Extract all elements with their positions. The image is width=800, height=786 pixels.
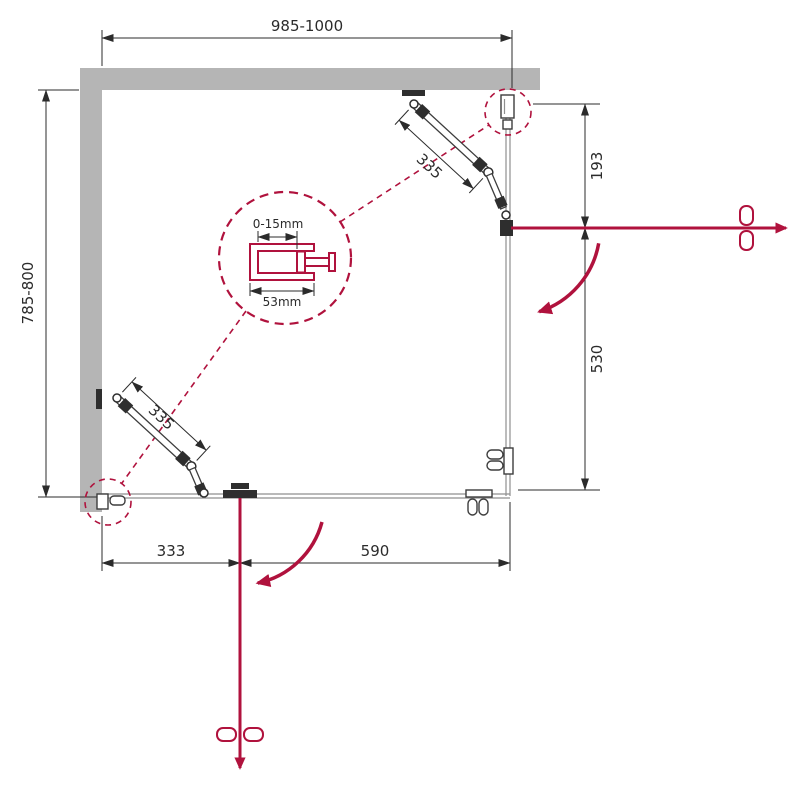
- rail-pivot: [501, 210, 511, 220]
- insert-profile-cap: [328, 252, 336, 272]
- dimension-line: [398, 119, 474, 189]
- rail-bracket-plate: [503, 447, 514, 475]
- dimension-line: [131, 381, 207, 451]
- adjuster-knob: [478, 498, 489, 516]
- profile-foot: [502, 119, 513, 130]
- detail-circle: [217, 190, 353, 326]
- door-bottom: [216, 483, 324, 770]
- dimension-bottom: 333 590: [101, 502, 511, 571]
- door-handle-knob: [216, 727, 237, 742]
- adjuster-knob: [486, 460, 504, 471]
- fold-panel-lower: 335: [96, 377, 211, 498]
- panel-clamp: [175, 450, 191, 467]
- insert-profile-plate: [296, 250, 306, 274]
- wall-bracket: [402, 90, 425, 96]
- adjuster-knob: [486, 449, 504, 460]
- door-handle-knob: [243, 727, 264, 742]
- door-right: [500, 205, 788, 315]
- label-right-upper: 193: [588, 152, 606, 181]
- door-swing-arc-right: [537, 242, 601, 315]
- door-handle-knob: [739, 205, 754, 226]
- left-wall: [80, 68, 102, 512]
- adjuster-knob: [109, 495, 126, 506]
- label-bottom-left: 333: [157, 542, 186, 560]
- panel-clamp: [414, 104, 431, 120]
- pivot-hinge: [112, 393, 122, 403]
- dimension-right-side: 193 530: [518, 103, 606, 491]
- panel-clamp: [472, 156, 488, 173]
- label-upper-panel: 335: [413, 150, 446, 183]
- rail-pivot: [199, 488, 209, 498]
- wall-bracket: [96, 389, 102, 409]
- corner-highlight-bottom-left: [84, 478, 132, 526]
- label-overall-height: 785-800: [19, 262, 37, 325]
- label-detail-adjustment: 0-15mm: [253, 217, 304, 231]
- label-right-lower: 530: [588, 345, 606, 374]
- wall-profile-section: [249, 243, 315, 281]
- rail-bracket-plate: [465, 489, 493, 498]
- detail-view: 0-15mm 53mm: [217, 190, 353, 326]
- corner-profile-bottom-left: [96, 493, 109, 510]
- extension-line: [394, 109, 409, 125]
- door-swing-arc-bottom: [255, 521, 324, 587]
- door-pivot-bracket: [223, 490, 257, 498]
- adjuster-knob: [467, 498, 478, 516]
- door-handle-knob: [739, 230, 754, 251]
- extension-line: [468, 177, 484, 194]
- dimension-overall-width: 985-1000: [101, 17, 513, 88]
- panel-clamp: [117, 398, 134, 414]
- detail-leader-lower: [121, 310, 247, 484]
- fold-panel-upper: 335: [394, 90, 511, 220]
- door-pivot-bracket: [231, 483, 249, 489]
- wall-mount-fittings: [96, 94, 515, 516]
- label-overall-width: 985-1000: [271, 17, 343, 35]
- label-detail-profile-width: 53mm: [263, 295, 302, 309]
- enclosure-frame: [102, 96, 511, 499]
- top-wall: [80, 68, 540, 90]
- corner-profile-top-right: [500, 94, 515, 119]
- extension-line: [122, 377, 137, 393]
- pivot-hinge: [409, 99, 419, 109]
- door-pivot-bracket: [500, 220, 513, 236]
- insert-profile-stem: [304, 257, 330, 267]
- panel-clamp: [494, 195, 508, 209]
- label-bottom-right: 590: [361, 542, 390, 560]
- detail-leader-upper: [339, 124, 490, 223]
- extension-line: [196, 445, 211, 461]
- dimension-overall-height: 785-800: [19, 89, 99, 498]
- corner-highlight-top-right: [484, 88, 532, 136]
